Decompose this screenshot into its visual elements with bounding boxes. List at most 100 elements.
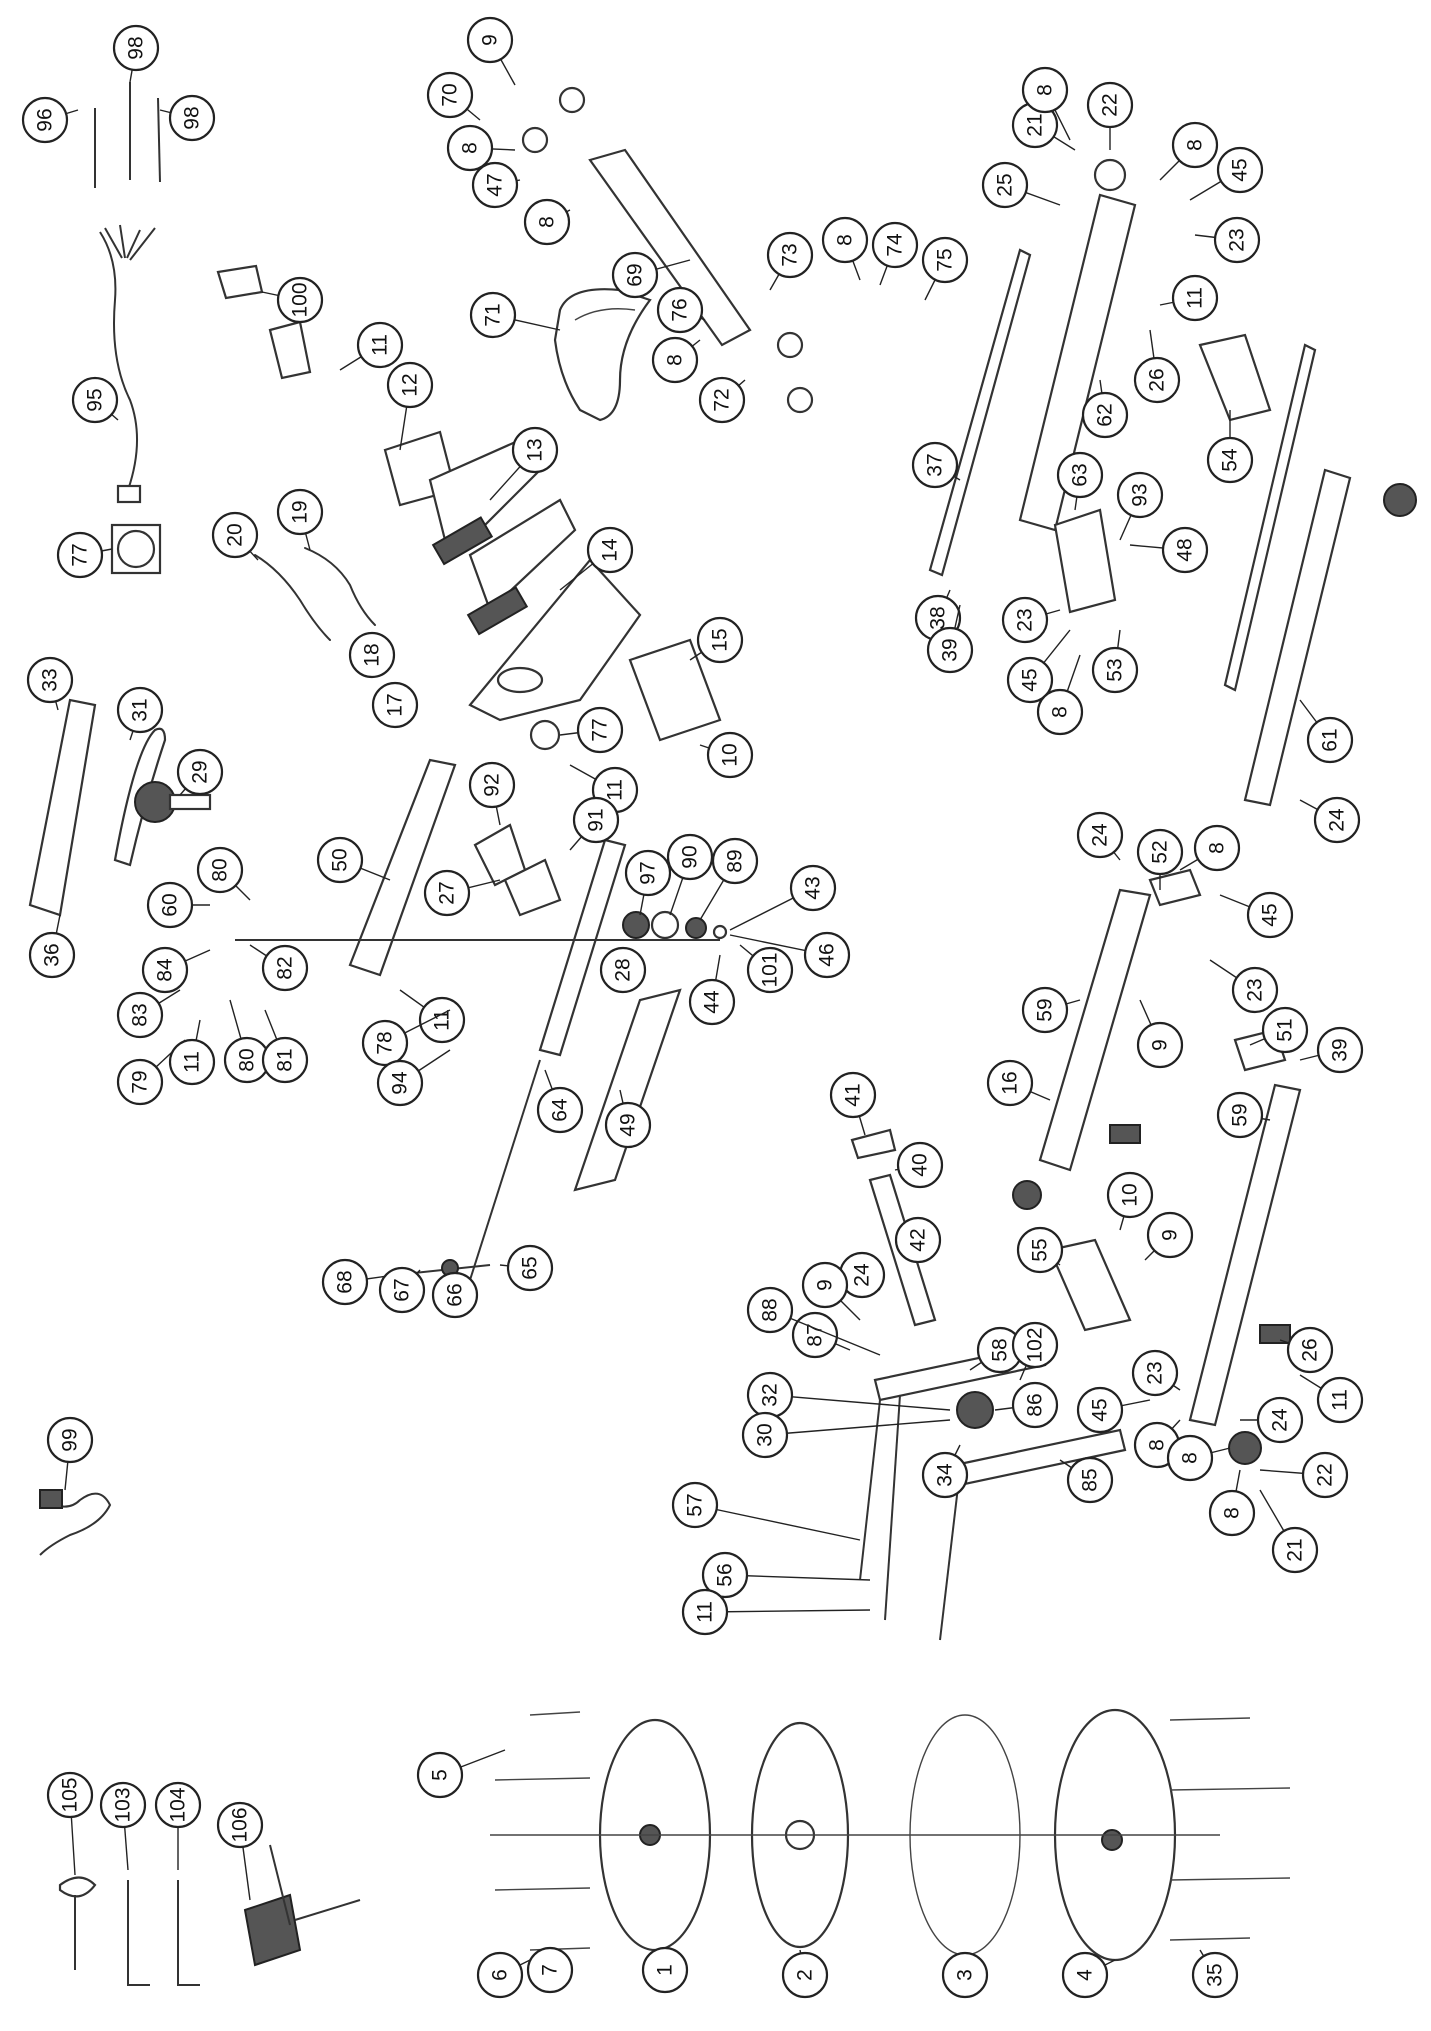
callout-circle (941, 1951, 989, 1999)
callout-circle (1106, 1171, 1154, 1219)
leader-line (724, 1574, 871, 1581)
part-callout: 59 (1216, 1091, 1271, 1139)
callout-circle (216, 1801, 264, 1849)
part-callout: 7 (526, 1946, 574, 1994)
part-number-label: 24 (1326, 808, 1349, 832)
callout-circle (371, 681, 419, 729)
part-number-label: 9 (814, 1279, 837, 1291)
part-number-label: 29 (189, 760, 212, 783)
callout-circle (1016, 1226, 1064, 1274)
part-number-label: 45 (1259, 903, 1282, 926)
part-number-label: 67 (391, 1278, 414, 1301)
callout-circle (1206, 436, 1254, 484)
part-number-label: 68 (334, 1270, 357, 1293)
part-number-label: 8 (1146, 1439, 1169, 1451)
part-number-label: 22 (1099, 93, 1122, 116)
part-number-label: 96 (34, 108, 57, 131)
part-callout: 24 (1299, 796, 1361, 844)
part-callout: 83 (116, 989, 181, 1039)
part-callout: 44 (688, 954, 736, 1026)
part-number-label: 64 (549, 1098, 572, 1122)
wire-harness (99, 224, 156, 504)
callout-circle (1081, 391, 1129, 439)
part-callout: 21 (1011, 101, 1076, 151)
part-callout: 34 (921, 1444, 969, 1499)
part-callout: 5 (416, 1749, 506, 1799)
part-number-label: 38 (927, 606, 950, 629)
part-callout: 65 (499, 1244, 554, 1292)
callout-circle (746, 1286, 794, 1334)
part-callout: 93 (1116, 471, 1164, 541)
callout-circle (466, 16, 514, 64)
part-callout: 11 (399, 989, 466, 1044)
part-callout: 98 (159, 94, 216, 142)
part-number-label: 86 (1024, 1393, 1047, 1416)
bracket-55 (1048, 1238, 1132, 1332)
part-callout: 8 (1021, 66, 1071, 141)
part-number-label: 73 (779, 243, 802, 266)
callout-circle (1316, 1026, 1364, 1074)
callout-circle (28, 931, 76, 979)
part-callout: 27 (423, 869, 501, 917)
part-number-label: 48 (1174, 538, 1197, 561)
part-number-label: 103 (112, 1787, 135, 1822)
callout-circle (1036, 688, 1084, 736)
callout-circle (418, 996, 466, 1044)
part-number-label: 28 (612, 958, 635, 981)
callout-circle (71, 376, 119, 424)
callout-circle (416, 1751, 464, 1799)
part-callout: 45 (1076, 1386, 1151, 1434)
part-callout: 89 (699, 837, 759, 921)
part-callout: 71 (469, 291, 561, 339)
part-callout: 11 (1159, 274, 1219, 322)
part-callout: 15 (689, 616, 744, 664)
rod-64 (469, 1059, 541, 1281)
part-number-label: 94 (389, 1071, 412, 1095)
part-number-label: 18 (361, 643, 384, 666)
callout-circle (576, 706, 624, 754)
part-number-label: 8 (664, 354, 687, 366)
part-callout: 101 (739, 944, 794, 994)
callout-circle (921, 236, 969, 284)
callout-circle (926, 626, 974, 674)
callout-circle (746, 946, 794, 994)
callout-circle (801, 1261, 849, 1309)
part-callout: 21 (1259, 1489, 1319, 1574)
part-callout: 78 (361, 1009, 451, 1067)
part-number-label: 82 (274, 956, 297, 979)
part-number-label: 58 (989, 1338, 1012, 1361)
callout-circle (981, 161, 1029, 209)
callout-circle (446, 124, 494, 172)
part-callout: 25 (981, 161, 1061, 209)
callout-circle (146, 881, 194, 929)
part-callout: 13 (489, 426, 559, 501)
part-callout: 23 (1001, 596, 1061, 644)
part-number-label: 75 (934, 248, 957, 271)
part-number-label: 55 (1029, 1238, 1052, 1261)
part-callout: 8 (1166, 1434, 1231, 1482)
part-callout: 46 (729, 931, 851, 979)
callout-circle (378, 1266, 426, 1314)
callout-circle (468, 761, 516, 809)
callout-circle (1286, 1326, 1334, 1374)
part-callout: 43 (729, 864, 837, 931)
part-number-label: 92 (481, 773, 504, 796)
part-number-label: 3 (954, 1969, 977, 1981)
callout-circle (1216, 1091, 1264, 1139)
part-callout: 4 (1061, 1951, 1116, 1999)
callout-circle (1076, 811, 1124, 859)
part-callout: 75 (921, 236, 969, 301)
bracket-100 (216, 264, 312, 380)
part-number-label: 5 (429, 1769, 452, 1781)
callout-circle (361, 1019, 409, 1067)
frame-59-lower (1188, 1028, 1302, 1427)
part-number-label: 8 (536, 216, 559, 228)
callout-circle (116, 991, 164, 1039)
part-callout: 39 (926, 604, 974, 674)
callout-circle (1061, 1951, 1109, 1999)
part-callout: 50 (316, 836, 391, 884)
part-number-label: 31 (129, 698, 152, 721)
part-callout: 80 (223, 999, 271, 1084)
part-callout: 31 (116, 686, 164, 741)
part-callout: 86 (994, 1381, 1059, 1429)
